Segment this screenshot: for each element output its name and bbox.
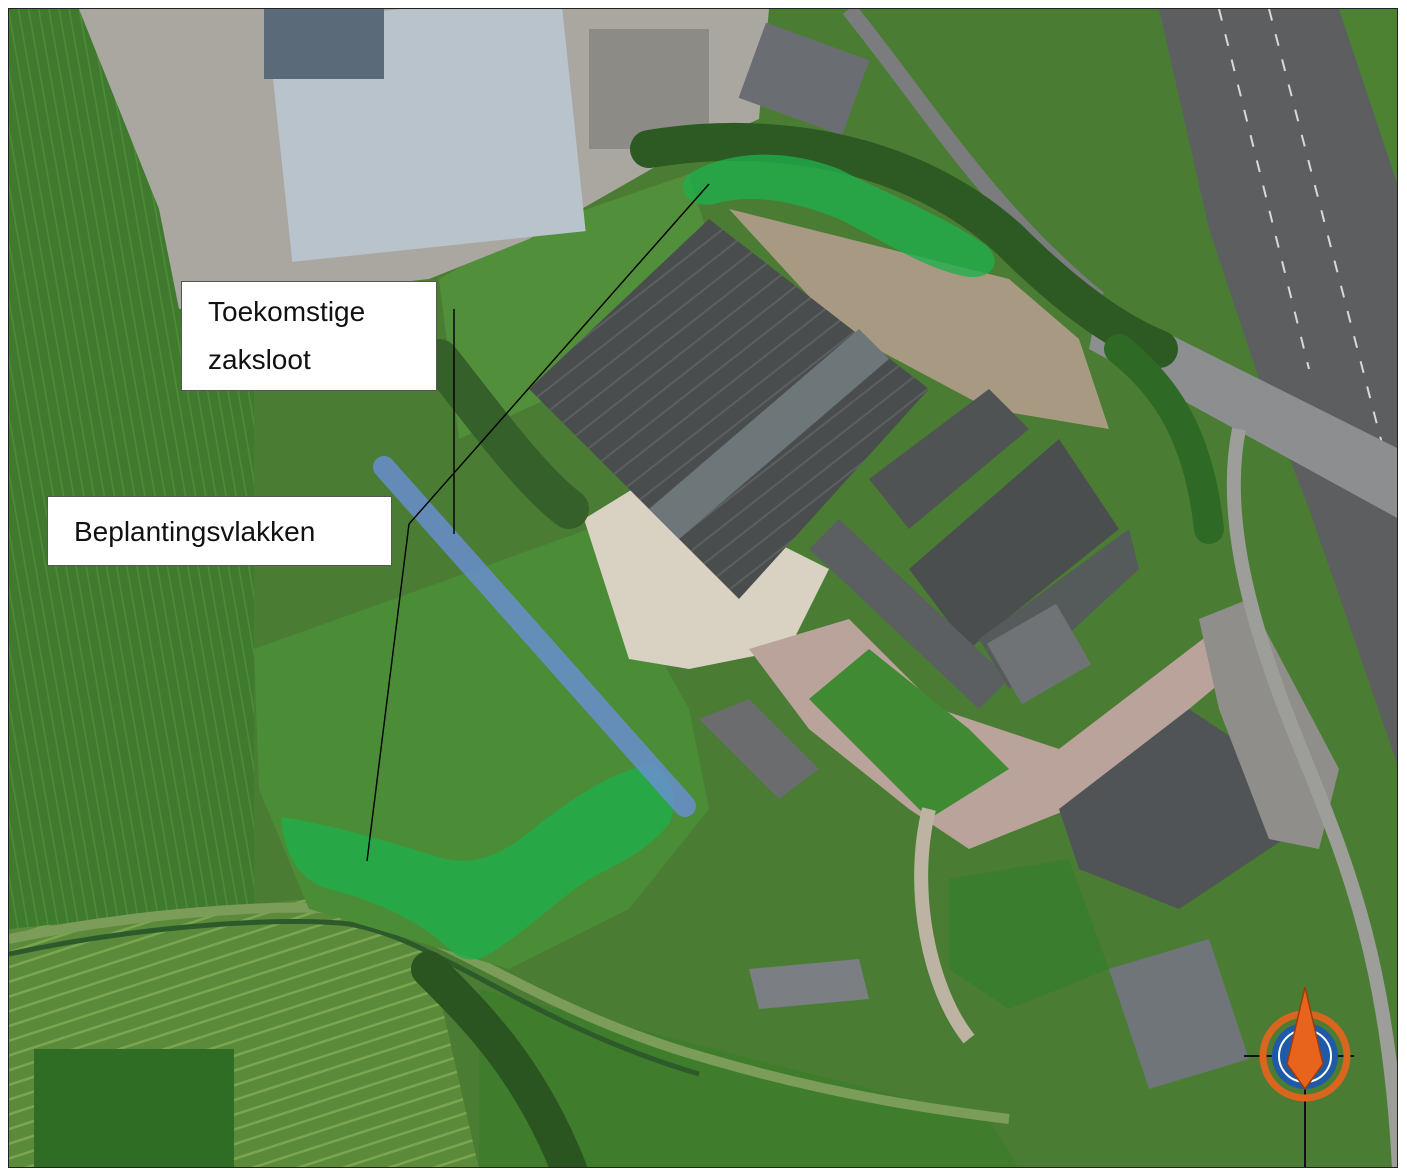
meadow-north xyxy=(439,174,709,439)
parking-lot xyxy=(1199,599,1339,849)
farm-yard-north xyxy=(729,209,1109,429)
label-future-ditch-line2: zaksloot xyxy=(208,344,311,375)
leader-line-planting-south xyxy=(366,523,410,862)
leader-line-planting-north xyxy=(408,183,710,525)
future-ditch[interactable] xyxy=(373,456,696,817)
house-north xyxy=(738,22,870,136)
highway-lane-2 xyxy=(1268,9,1397,506)
planting-area-south[interactable] xyxy=(281,764,674,960)
ditch-water xyxy=(9,919,700,1077)
barn-long[interactable] xyxy=(809,519,1009,709)
garden-round xyxy=(949,859,1109,1009)
barn-large-skylight xyxy=(649,329,889,539)
map-frame: Toekomstige zaksloot Beplantingsvlakken xyxy=(8,8,1398,1168)
highway-lane-1 xyxy=(1218,9,1310,370)
highway-shoulder-east xyxy=(1339,9,1397,183)
field-patch-southwest xyxy=(34,1049,234,1167)
warehouse-annex xyxy=(264,9,384,79)
planting-area-north[interactable] xyxy=(683,154,995,278)
label-future-ditch: Toekomstige zaksloot xyxy=(181,281,437,391)
houses-south-center[interactable] xyxy=(749,959,869,1009)
dike-path xyxy=(9,902,1010,1124)
label-future-ditch-line1: Toekomstige xyxy=(208,296,366,327)
shed-gray[interactable] xyxy=(986,603,1092,705)
farm-yard xyxy=(584,479,829,669)
tree-belt-highway xyxy=(1104,334,1224,544)
barn-east[interactable] xyxy=(909,439,1119,649)
barn-middle[interactable] xyxy=(869,389,1029,529)
tree-belt-north xyxy=(630,122,1178,368)
houses-south[interactable] xyxy=(1109,939,1249,1089)
farm-lane xyxy=(914,807,975,1044)
tree-row-south xyxy=(411,951,587,1167)
aerial-map[interactable] xyxy=(9,9,1398,1168)
field-south xyxy=(479,989,1018,1167)
north-arrow-icon xyxy=(1244,986,1354,1167)
label-planting-areas: Beplantingsvlakken xyxy=(47,496,392,566)
barn-large[interactable] xyxy=(529,219,929,599)
garden-lawn xyxy=(809,649,1009,819)
house-red-brick[interactable] xyxy=(699,699,819,799)
highway xyxy=(1159,9,1397,764)
side-road xyxy=(1226,427,1397,1167)
